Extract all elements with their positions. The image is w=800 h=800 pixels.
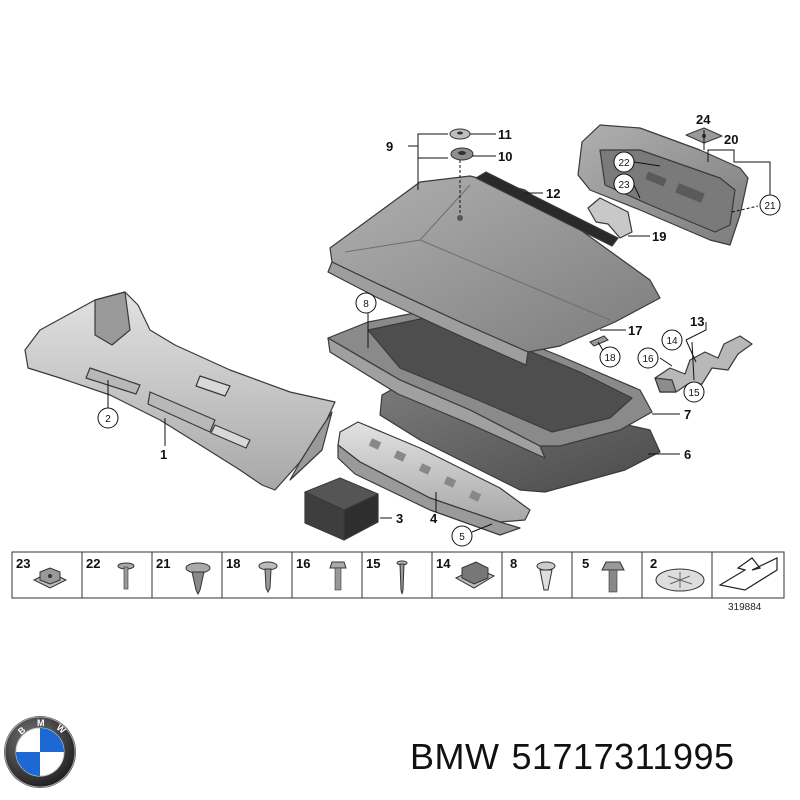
- callout-9: 9: [386, 139, 393, 154]
- svg-text:2: 2: [105, 414, 111, 425]
- callout-7: 7: [684, 407, 691, 422]
- callout-20: 20: [724, 132, 738, 147]
- callout-circle-16: 16: [637, 347, 659, 369]
- strip-label-21: 21: [156, 556, 170, 571]
- strip-label-18: 18: [226, 556, 240, 571]
- screw-icon: [117, 562, 135, 590]
- screw-17: [589, 335, 609, 347]
- callout-circle-18: 18: [599, 346, 621, 368]
- svg-text:8: 8: [363, 299, 369, 310]
- tapping-screw-icon: [258, 561, 278, 594]
- expanding-rivet-icon: [185, 562, 211, 596]
- svg-text:5: 5: [459, 532, 465, 543]
- strip-label-16: 16: [296, 556, 310, 571]
- callout-12: 12: [546, 186, 560, 201]
- side-trim-panel: [24, 291, 336, 491]
- strip-label-5: 5: [582, 556, 589, 571]
- callout-6: 6: [684, 447, 691, 462]
- seal-strip: [475, 171, 619, 247]
- callout-circle-22: 22: [613, 151, 635, 173]
- drawing-code: 319884: [728, 602, 762, 613]
- svg-text:18: 18: [604, 353, 616, 364]
- fastener-strip: 23 22 21 18 16 15 14 8 5 2: [11, 551, 785, 599]
- rear-trim-panel: [577, 124, 749, 246]
- svg-text:23: 23: [618, 180, 630, 191]
- leader-lines: [107, 130, 771, 533]
- callout-circle-21: 21: [759, 194, 781, 216]
- bmw-logo: B M W: [4, 716, 76, 788]
- luggage-tray: [327, 311, 653, 459]
- callout-1: 1: [160, 447, 167, 462]
- callout-19: 19: [652, 229, 666, 244]
- callout-24: 24: [696, 112, 711, 127]
- hex-bolt-icon: [601, 561, 625, 593]
- callout-4: 4: [430, 511, 438, 526]
- part-number: 51717311995: [511, 736, 735, 777]
- strip-label-23: 23: [16, 556, 30, 571]
- part-number-caption: BMW 51717311995: [410, 736, 747, 778]
- callout-circle-5: 5: [451, 525, 473, 547]
- lower-rail: [337, 421, 531, 536]
- plastic-rivet-icon: [536, 561, 556, 591]
- clip-disk-icon: [655, 568, 705, 592]
- brand-name: BMW: [410, 736, 500, 777]
- svg-text:14: 14: [666, 336, 678, 347]
- floor-cover: [327, 175, 661, 366]
- washer-11: [449, 128, 471, 140]
- callout-17: 17: [628, 323, 642, 338]
- strip-label-22: 22: [86, 556, 100, 571]
- svg-text:15: 15: [688, 388, 700, 399]
- pin-icon: [396, 560, 408, 595]
- svg-text:22: 22: [618, 158, 630, 169]
- callout-circle-14: 14: [661, 329, 683, 351]
- bolt-icon: [329, 561, 347, 591]
- svg-text:M: M: [37, 718, 45, 728]
- washer-10: [450, 147, 474, 161]
- svg-text:16: 16: [642, 354, 654, 365]
- bracket: [587, 197, 633, 239]
- direction-arrow-icon: [718, 557, 778, 591]
- callout-13: 13: [690, 314, 704, 329]
- strip-label-15: 15: [366, 556, 380, 571]
- callout-10: 10: [498, 149, 512, 164]
- callout-11: 11: [498, 127, 512, 142]
- clip-set: [654, 335, 753, 393]
- svg-text:21: 21: [764, 201, 776, 212]
- strip-label-8: 8: [510, 556, 517, 571]
- callout-circle-15: 15: [683, 381, 705, 403]
- strip-label-14: 14: [436, 556, 451, 571]
- callout-circle-2: 2: [97, 407, 119, 429]
- spring-nut-icon: [454, 561, 496, 589]
- callout-circle-23: 23: [613, 173, 635, 195]
- callout-circle-8: 8: [355, 292, 377, 314]
- clip-nut-icon: [32, 567, 68, 589]
- svg-text:B: B: [16, 724, 28, 736]
- foam-block: [304, 477, 379, 541]
- callout-3: 3: [396, 511, 403, 526]
- strip-label-2: 2: [650, 556, 657, 571]
